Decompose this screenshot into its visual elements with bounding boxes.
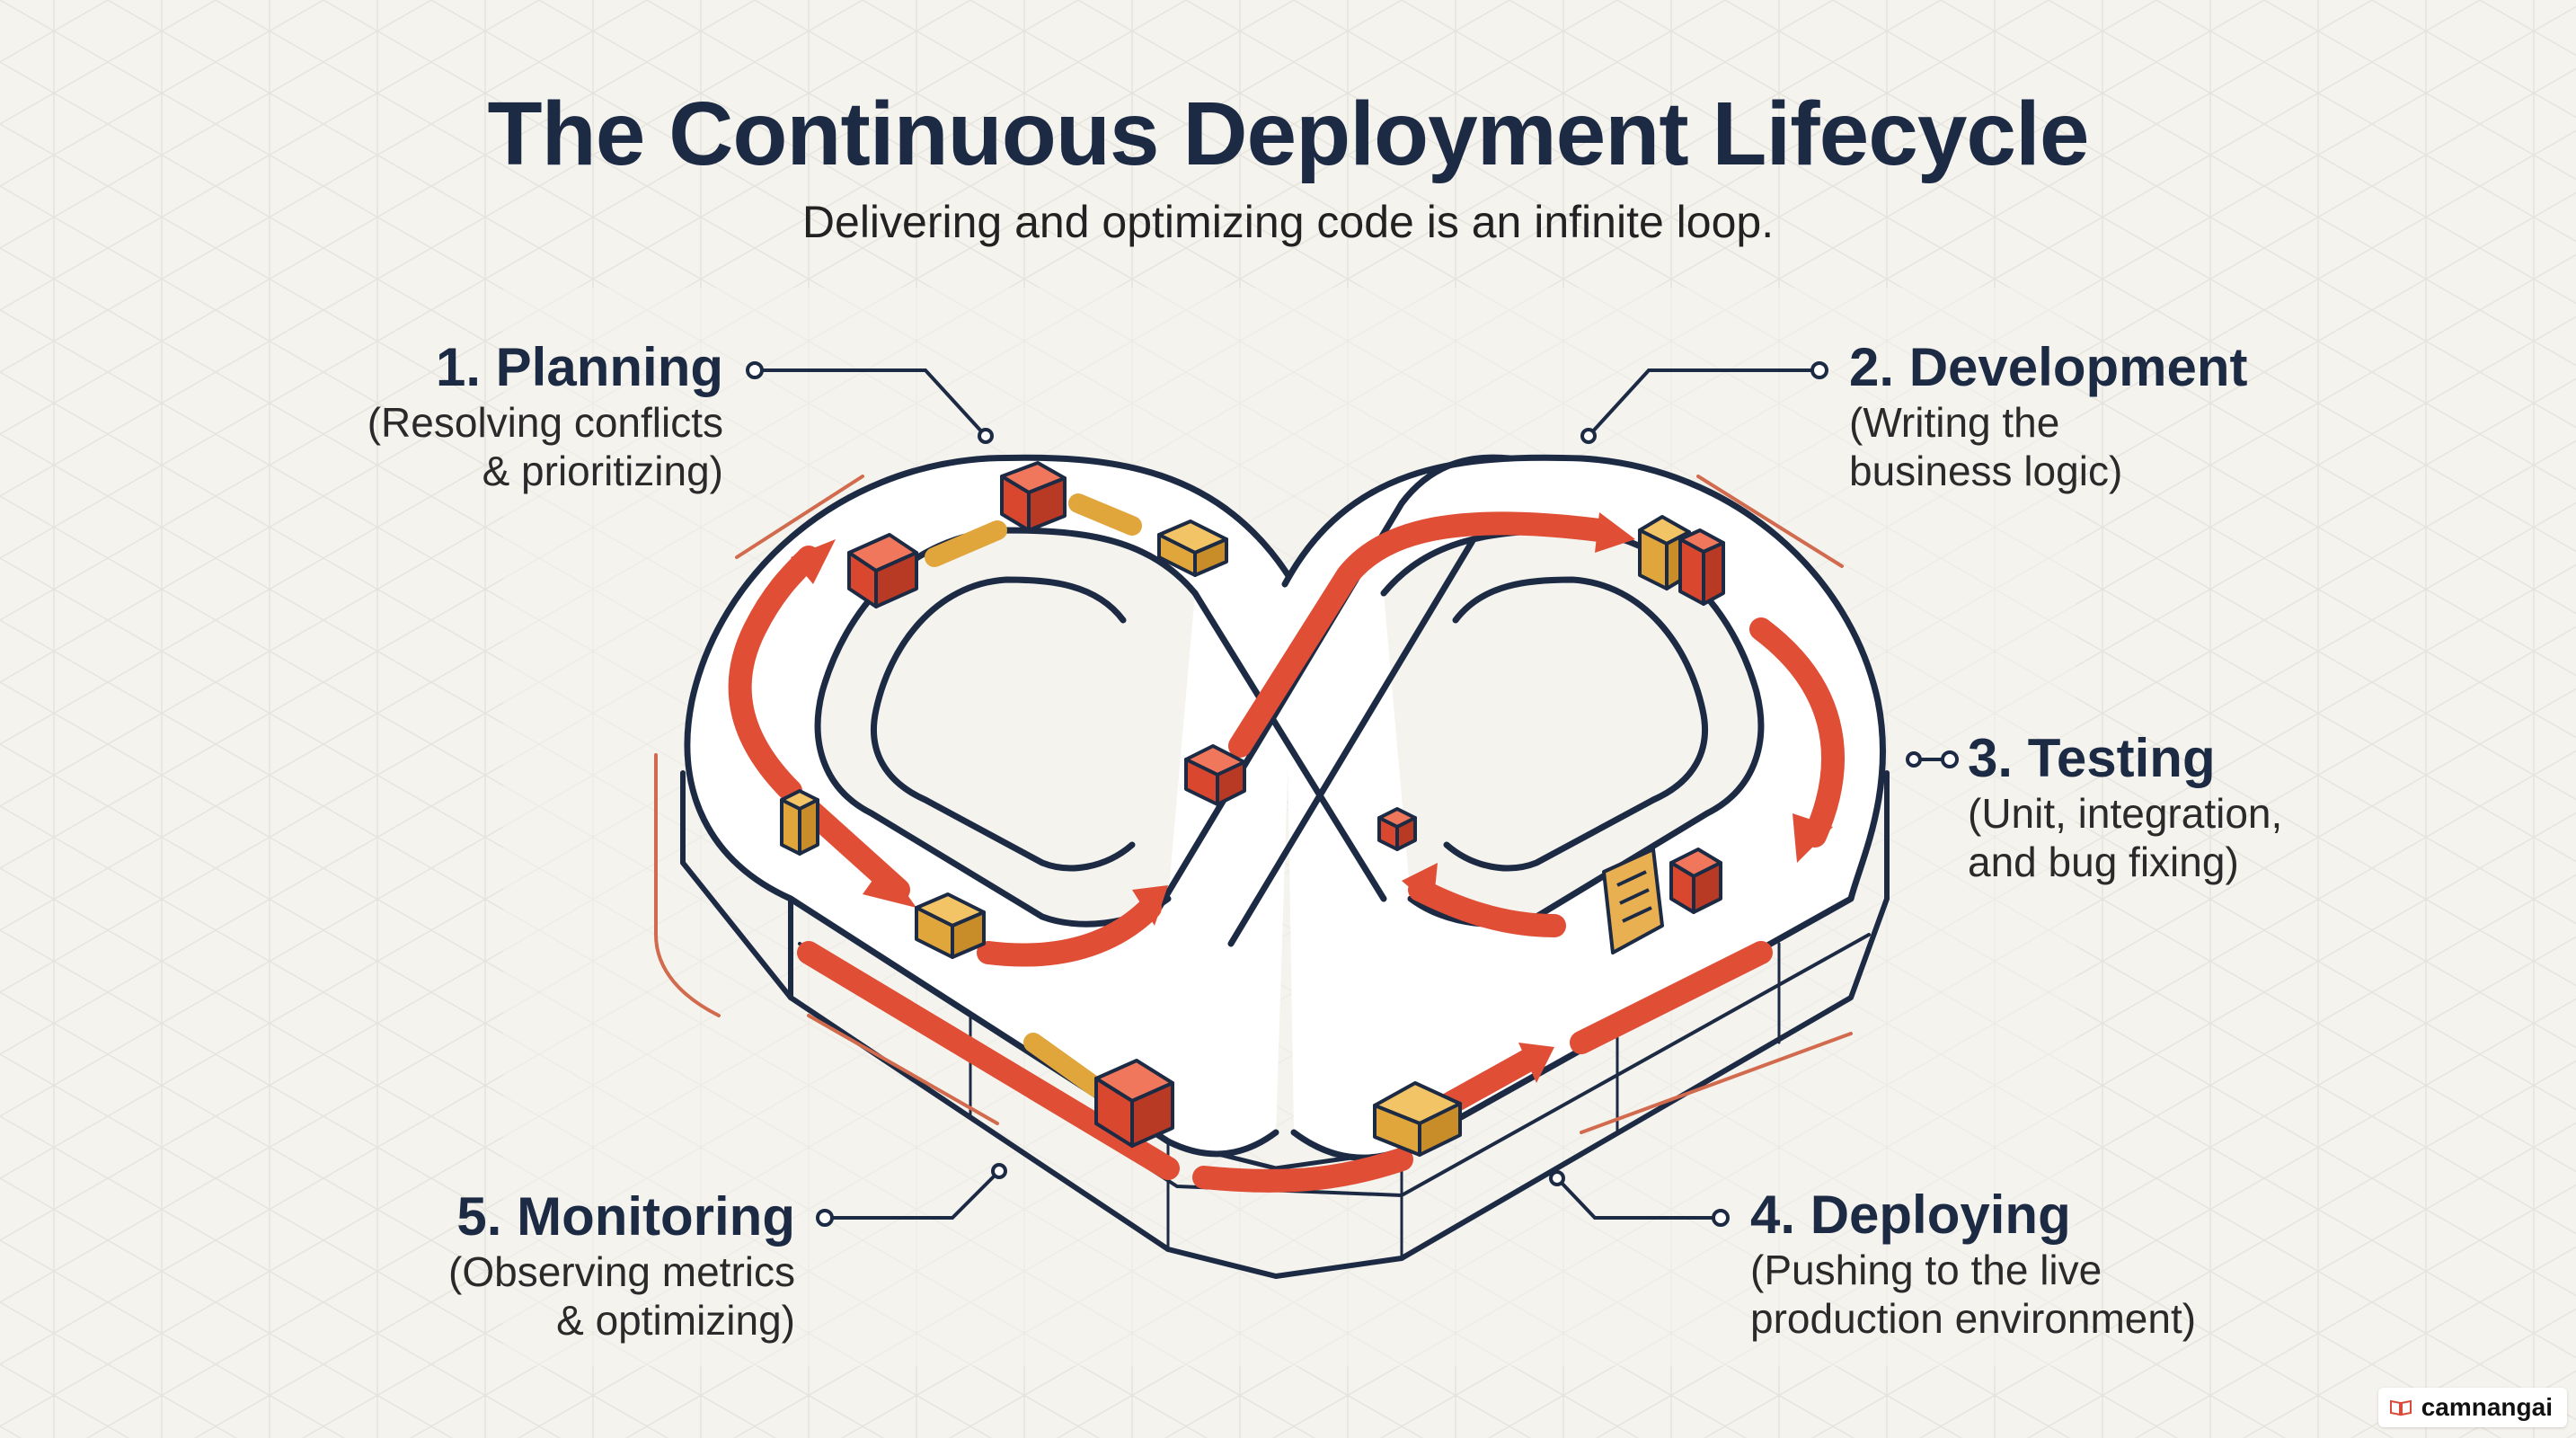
stage-planning-desc-2: & prioritizing) [482,448,723,494]
stage-deploying: 4. Deploying (Pushing to the live produc… [1750,1185,2253,1343]
cube-red [1094,1059,1174,1148]
stage-development-title: 2. Development [1849,337,2248,397]
book-icon [2389,1399,2412,1416]
package-cubes [780,461,1725,1157]
watermark-text: camnangai [2421,1393,2553,1421]
leader-lines [755,368,1950,1220]
cube-red [1377,807,1417,851]
page-subtitle: Delivering and optimizing code is an inf… [801,197,1775,247]
cube-red [1000,461,1067,532]
stage-monitoring: 5. Monitoring (Observing metrics & optim… [386,1186,795,1345]
guide-arrows [654,475,1853,1134]
stage-development-desc-2: business logic) [1849,448,2123,494]
stage-testing: 3. Testing (Unit, integration, and bug f… [1968,728,2417,886]
flow-arrowheads [791,512,1833,1083]
left-loop [684,454,1297,1158]
stage-deploying-desc-1: (Pushing to the live [1750,1247,2102,1293]
leader-dots [746,361,1959,1227]
cube-yellow [1157,519,1228,577]
stage-monitoring-desc-2: & optimizing) [556,1297,795,1344]
cube-yellow [780,789,819,856]
stage-planning-title: 1. Planning [435,337,723,397]
cube-yellow [1373,1081,1462,1157]
cube-red [1678,528,1725,606]
stage-deploying-desc-2: production environment) [1750,1295,2197,1342]
stage-monitoring-desc-1: (Observing metrics [448,1248,795,1295]
document-icon [1602,848,1664,954]
stage-planning: 1. Planning (Resolving conflicts & prior… [341,337,723,495]
cube-red [1669,848,1722,914]
watermark-badge: camnangai [2377,1388,2567,1427]
stage-development: 2. Development (Writing the business log… [1849,337,2298,495]
stage-testing-title: 3. Testing [1968,728,2216,788]
cube-yellow [915,892,986,959]
page-title: The Continuous Deployment Lifecycle [487,84,2090,184]
cube-red [1184,744,1246,806]
crossing-ramp [1155,454,1513,947]
cube-red [847,533,918,608]
stage-monitoring-title: 5. Monitoring [456,1186,795,1247]
stage-testing-desc-2: and bug fixing) [1968,839,2239,885]
stage-planning-desc-1: (Resolving conflicts [367,399,723,446]
stage-testing-desc-1: (Unit, integration, [1968,790,2283,837]
stage-development-desc-1: (Writing the [1849,399,2060,446]
stage-deploying-title: 4. Deploying [1750,1185,2071,1245]
yellow-segments [925,493,1142,1097]
